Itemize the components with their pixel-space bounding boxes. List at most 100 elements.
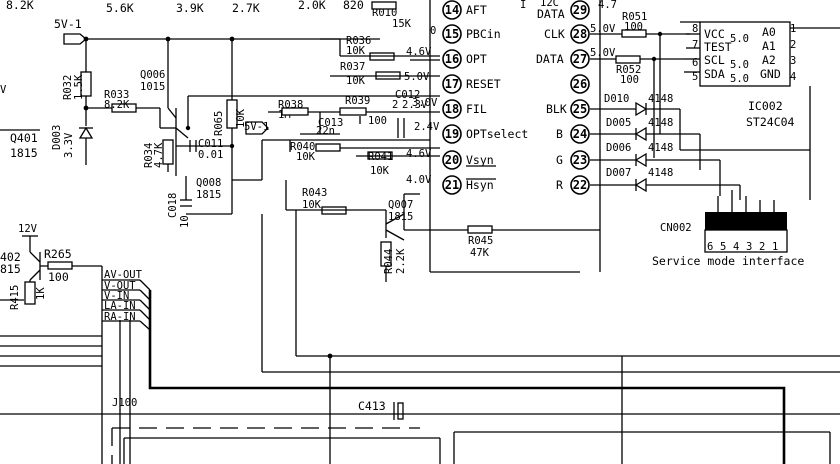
svg-text:R: R [556,178,563,192]
svg-text:17: 17 [445,77,459,91]
top-value-3: 3.9K [176,1,204,15]
pin-23: 23G [556,150,590,170]
svg-text:5.0V: 5.0V [404,71,430,83]
r052-ref: R052 [616,64,641,76]
pin-19: 19 OPTselect 2.4V [414,121,528,144]
eeprom-ic002 [699,21,791,87]
d003-zener [78,126,94,139]
c012-volt: 2.3V [402,99,428,111]
svg-text:SDA: SDA [704,67,725,81]
r036-value: 10K [346,45,366,57]
svg-text:6: 6 [707,241,713,253]
rail-5v-label-2: 5V-1 [244,121,269,133]
svg-text:OPTselect: OPTselect [466,127,528,141]
svg-text:3: 3 [790,55,796,67]
rail-5v-flag [63,33,88,45]
r036-ref: R036 [346,35,371,47]
diode-d005: D005 4148 [590,117,700,142]
svg-text:8: 8 [692,23,698,35]
c018-value: 10 [179,215,191,228]
svg-text:16: 16 [445,52,459,66]
r034-value: 4.7K [153,142,165,168]
cn002-connector [705,212,787,230]
c011-value: 0.01 [198,149,223,161]
c018-ref: C018 [167,193,179,218]
r032-value: 1.5K [73,74,85,100]
r065-ref: R065 [213,111,225,136]
svg-text:PBCin: PBCin [466,27,501,41]
r051-value: 100 [624,21,643,33]
j100-label: J100 [112,397,137,409]
svg-text:21: 21 [445,178,459,192]
pin-26: 26 [570,74,590,94]
svg-text:7: 7 [692,39,698,51]
svg-text:6: 6 [692,57,698,69]
svg-text:V: V [0,84,7,96]
r052-value: 100 [620,74,639,86]
svg-text:4.0V: 4.0V [406,174,432,186]
r010-ref: R010 [372,7,397,19]
r044-ref: R044 [383,249,395,274]
pin-17: 17 RESET 5.0V [404,71,501,94]
svg-text:4148: 4148 [648,93,673,105]
cn002-ref: CN002 [660,222,692,234]
svg-text:B: B [556,127,563,141]
q007-ref: Q007 [388,199,413,211]
diode-d006: D006 4148 [590,142,720,168]
svg-text:29: 29 [573,3,587,17]
svg-text:2: 2 [790,39,796,51]
svg-text:SCL: SCL [704,53,725,67]
svg-text:I: I [520,0,526,11]
svg-text:D010: D010 [604,93,629,105]
c013-ref: C013 [318,117,343,129]
svg-text:V-IN: V-IN [104,290,129,302]
r052-resistor [615,55,641,64]
r033-value: 8.2K [104,99,130,111]
eeprom-part: ST24C04 [746,115,795,129]
r037-ref: R037 [340,61,365,73]
r039-resistor [339,107,367,116]
svg-text:4148: 4148 [648,167,673,179]
mcu-top-volt: 4.7 [598,0,617,11]
av-bus: AV-OUT V-OUT V-IN LA-IN RA-IN [101,266,151,464]
r010-value: 15K [392,18,412,30]
svg-text:27: 27 [573,52,587,66]
svg-text:5.0: 5.0 [730,33,749,45]
svg-text:RESET: RESET [466,77,501,91]
pin-14: 14 AFT [442,0,487,20]
top-value-2: 5.6K [106,1,134,15]
c011-ref: C011 [198,138,223,150]
q402-type: 815 [0,262,21,276]
svg-text:AFT: AFT [466,3,487,17]
svg-text:14: 14 [445,3,459,17]
q402-ref: 402 [0,250,21,264]
rail-12v-label: 12V [18,223,38,235]
svg-text:4148: 4148 [648,142,673,154]
q008-ref: Q008 [196,177,221,189]
c012-value: 2 [392,99,398,111]
svg-text:28: 28 [573,27,587,41]
mcu-12c-label: 12C [540,0,559,9]
svg-text:2.4V: 2.4V [414,121,440,133]
svg-text:5: 5 [720,241,726,253]
svg-text:3: 3 [746,241,752,253]
svg-text:3.0V: 3.0V [412,97,438,109]
r038-resistor [281,107,309,116]
r265-resistor [47,261,73,270]
svg-text:19: 19 [445,127,459,141]
r045-value: 47K [470,247,490,259]
r051-resistor [621,29,647,38]
top-value-1: 8.2K [6,0,34,12]
svg-text:G: G [556,153,563,167]
svg-text:Hsyn: Hsyn [466,178,494,192]
q401-ref: Q401 [10,131,38,145]
r010-resistor [371,1,397,10]
svg-text:DATA: DATA [536,52,564,66]
